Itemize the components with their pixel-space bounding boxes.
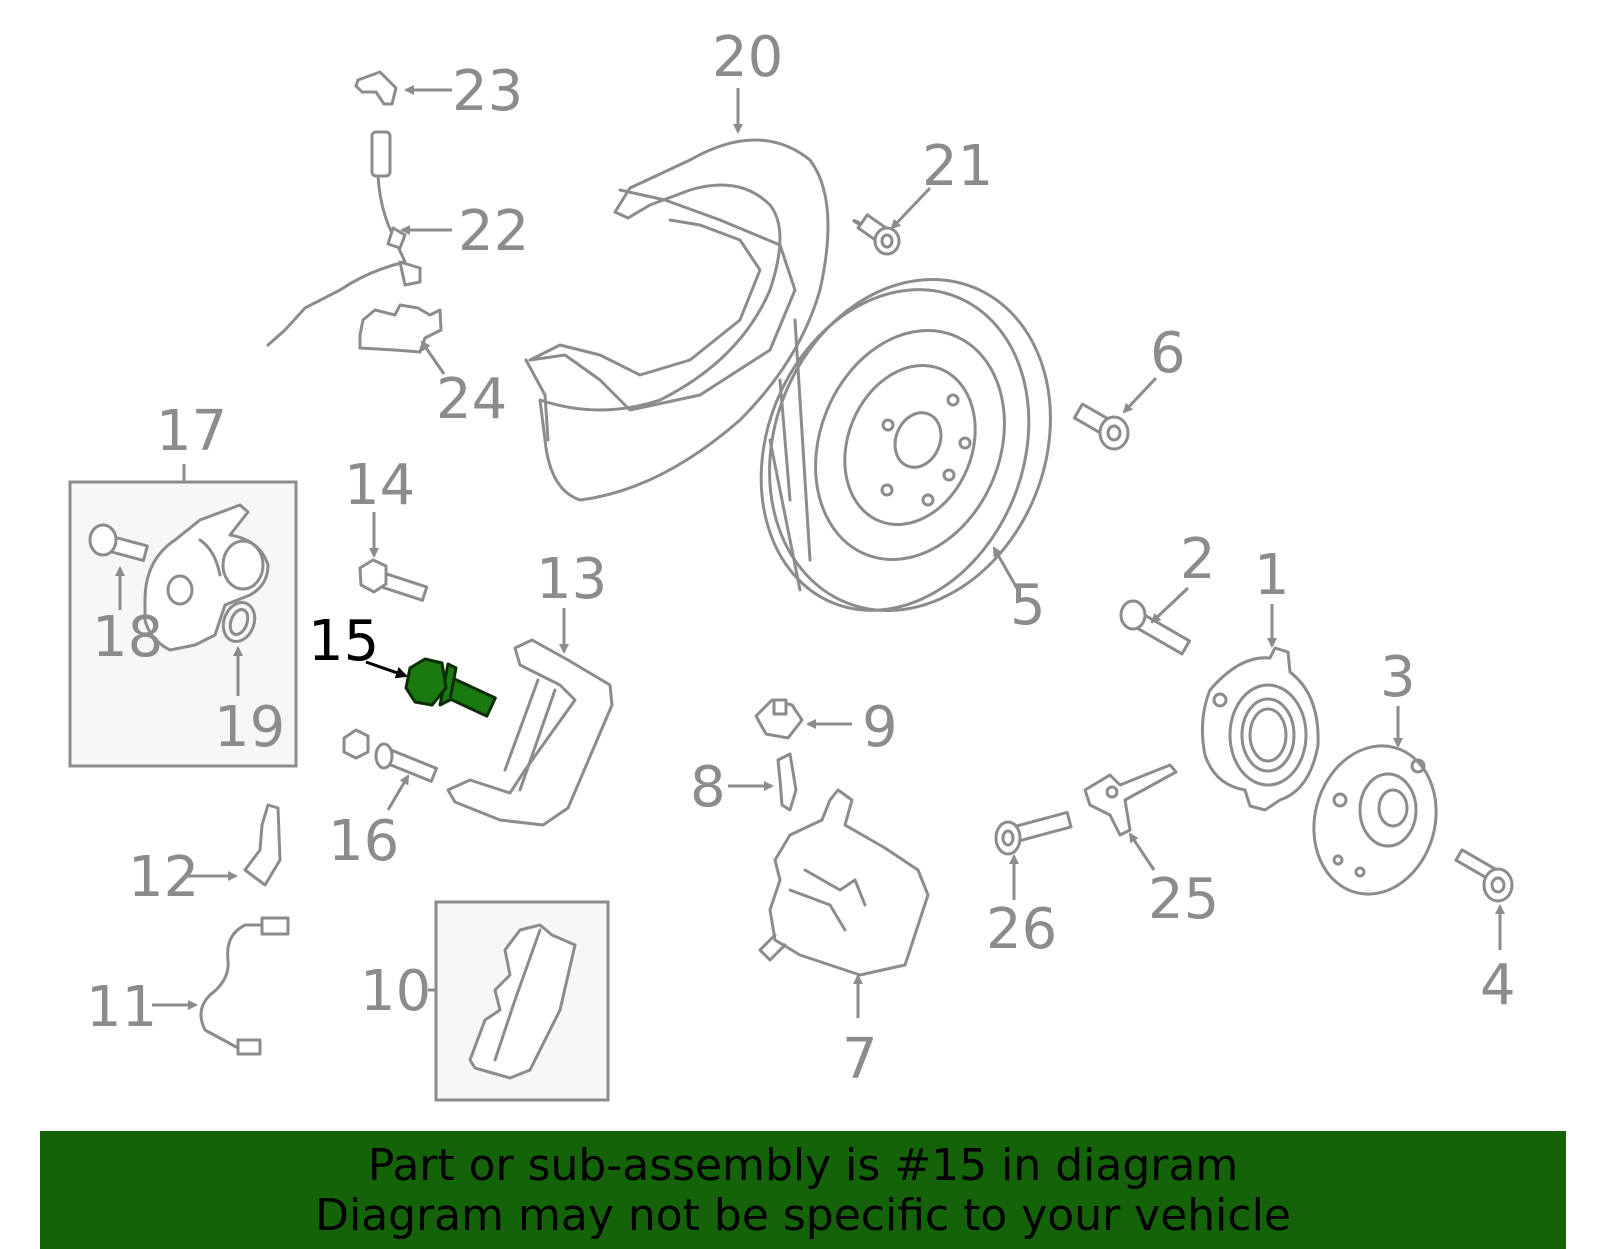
callout-26: 26	[986, 897, 1057, 962]
callout-18: 18	[92, 605, 163, 670]
callout-10: 10	[360, 959, 431, 1024]
hose-bracket-part[interactable]	[243, 803, 282, 887]
caliper-bracket-part[interactable]	[446, 638, 614, 827]
callout-13: 13	[536, 547, 607, 612]
hub-retaining-bolt-part[interactable]	[1454, 848, 1514, 903]
callout-16: 16	[328, 809, 399, 874]
pad-wear-sensor-part[interactable]	[199, 916, 290, 1056]
sensor-bracket-part[interactable]	[1083, 763, 1178, 837]
caliper-bracket-bolt-part[interactable]	[358, 558, 429, 602]
callout-12: 12	[128, 845, 199, 910]
leader-lines	[115, 85, 1505, 1018]
caliper-bolt-part[interactable]	[342, 728, 439, 783]
callout-3: 3	[1380, 645, 1416, 710]
guide-pin-bolt-part-highlighted[interactable]	[404, 657, 497, 718]
hub-bearing-part[interactable]	[1200, 646, 1320, 812]
bracket-bolt-part[interactable]	[994, 810, 1073, 856]
callout-6: 6	[1150, 321, 1186, 386]
callout-labels: 20 23 22 24 21 6 5 17 18 19 14 15 16 13 …	[86, 25, 1516, 1092]
callout-23: 23	[452, 59, 523, 124]
brake-rotor-part[interactable]	[715, 237, 1099, 653]
parking-brake-motor-part[interactable]	[143, 503, 270, 652]
wheel-speed-sensor-wire-part[interactable]	[266, 130, 422, 347]
bleeder-screw-part[interactable]	[776, 752, 798, 812]
nut-part[interactable]	[754, 698, 804, 740]
brake-caliper-part[interactable]	[758, 788, 930, 977]
callout-17: 17	[156, 399, 227, 464]
callout-19: 19	[214, 695, 285, 760]
motor-bolt-part[interactable]	[88, 523, 149, 562]
callout-15-highlighted: 15	[308, 609, 379, 674]
wire-bracket-part[interactable]	[358, 303, 443, 354]
o-ring-part[interactable]	[218, 598, 260, 646]
callout-9: 9	[862, 695, 898, 760]
callout-22: 22	[458, 199, 529, 264]
callout-5: 5	[1010, 573, 1046, 638]
callout-4: 4	[1480, 953, 1516, 1018]
shield-bolt-part[interactable]	[852, 213, 901, 256]
callout-25: 25	[1148, 867, 1219, 932]
info-banner: Part or sub-assembly is #15 in diagram D…	[40, 1131, 1566, 1249]
callout-24: 24	[436, 367, 507, 432]
callout-11: 11	[86, 975, 157, 1040]
brake-pad-part[interactable]	[468, 923, 577, 1080]
clip-part[interactable]	[354, 70, 398, 106]
callout-21: 21	[922, 134, 993, 199]
banner-line-1: Part or sub-assembly is #15 in diagram	[367, 1140, 1239, 1191]
callout-1: 1	[1254, 543, 1290, 608]
callout-14: 14	[344, 453, 415, 518]
callout-20: 20	[712, 25, 783, 90]
dust-shield-part[interactable]	[524, 138, 830, 502]
banner-line-2: Diagram may not be specific to your vehi…	[315, 1190, 1291, 1241]
callout-8: 8	[690, 755, 726, 820]
callout-7: 7	[842, 1027, 878, 1092]
wheel-hub-part[interactable]	[1298, 732, 1453, 908]
hub-bolt-part[interactable]	[1119, 599, 1191, 656]
rotor-screw-part[interactable]	[1072, 402, 1130, 451]
callout-2: 2	[1180, 527, 1216, 592]
